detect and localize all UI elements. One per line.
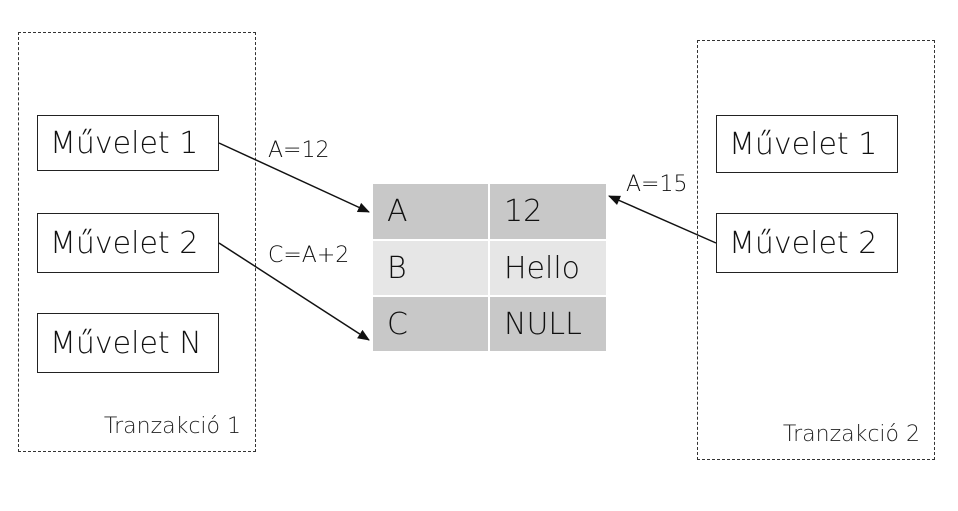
- edge-label-a15: A=15: [626, 172, 688, 197]
- data-table: A 12 B Hello C NULL: [373, 184, 608, 353]
- arrow-a12: [218, 142, 370, 213]
- edge-label-ca2: C=A+2: [268, 243, 350, 268]
- transaction-2-operation-1: Művelet 1: [716, 115, 898, 173]
- edge-label-a12: A=12: [268, 138, 330, 163]
- transaction-1-operation-1: Művelet 1: [37, 115, 219, 171]
- table-key-b: B: [373, 240, 490, 297]
- transaction-1-operation-n: Művelet N: [37, 313, 219, 373]
- table-row: C NULL: [373, 296, 608, 353]
- table-value-b: Hello: [489, 240, 608, 297]
- arrow-ca2: [218, 242, 370, 341]
- transaction-2-container: Tranzakció 2: [697, 40, 935, 460]
- table-key-a: A: [373, 184, 490, 241]
- transaction-2-label: Tranzakció 2: [782, 422, 920, 447]
- transaction-2-operation-2: Művelet 2: [716, 213, 898, 273]
- transaction-1-container: Tranzakció 1: [18, 32, 256, 452]
- transaction-1-label: Tranzakció 1: [103, 414, 241, 439]
- transaction-1-operation-2: Művelet 2: [37, 213, 219, 273]
- table-key-c: C: [373, 296, 490, 353]
- table-row: B Hello: [373, 240, 608, 297]
- table-row: A 12: [373, 184, 608, 241]
- table-value-c: NULL: [489, 296, 608, 353]
- table-value-a: 12: [489, 184, 608, 241]
- arrow-a15: [608, 195, 717, 244]
